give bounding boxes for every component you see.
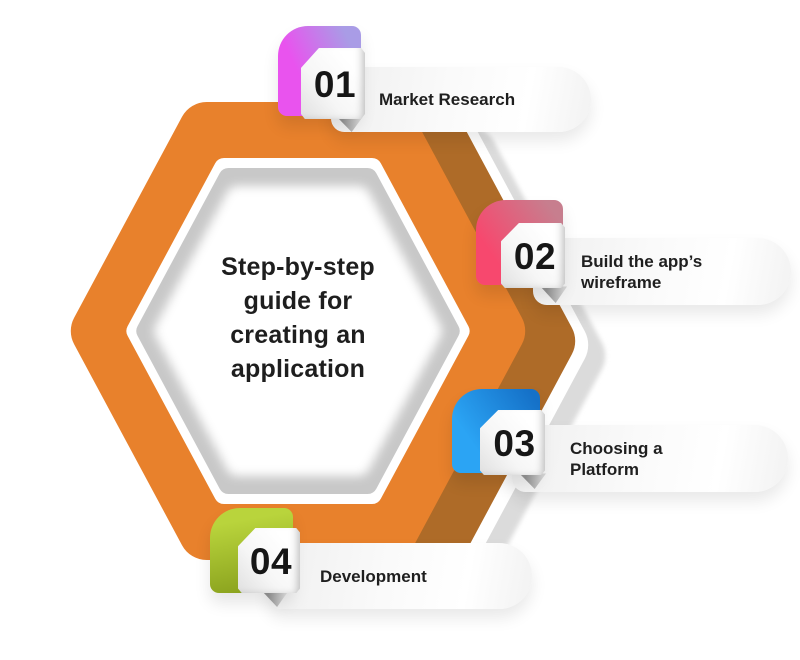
hexagon-center-face	[154, 186, 442, 476]
step-4-label-pill: Development	[268, 543, 532, 609]
center-title-line-3: creating an	[230, 321, 366, 349]
step-1-label: Market Research	[379, 90, 516, 109]
step-1-number-tile: 01	[301, 48, 365, 119]
step-2-label: Build the app’s wireframe	[581, 251, 703, 292]
step-2-number-tile: 02	[501, 223, 565, 288]
step-4-number: 04	[249, 540, 293, 582]
step-2-number: 02	[513, 235, 557, 277]
center-title: Step-by-step guide for creating an appli…	[166, 250, 430, 386]
step-4-number-tile: 04	[238, 528, 300, 593]
step-3-number-tile: 03	[480, 410, 545, 475]
step-2-label-pill: Build the app’s wireframe	[533, 238, 791, 305]
step-3-label: Choosing a Platform	[570, 438, 663, 479]
step-1-label-pill: Market Research	[331, 67, 591, 132]
center-title-line-4: application	[230, 355, 366, 383]
step-1-number: 01	[313, 63, 357, 105]
step-3-number: 03	[493, 422, 536, 464]
center-title-line-2: guide for	[243, 287, 353, 315]
center-title-line-1: Step-by-step	[221, 253, 375, 281]
step-3-label-pill: Choosing a Platform	[512, 425, 788, 492]
step-4-label: Development	[320, 566, 427, 586]
